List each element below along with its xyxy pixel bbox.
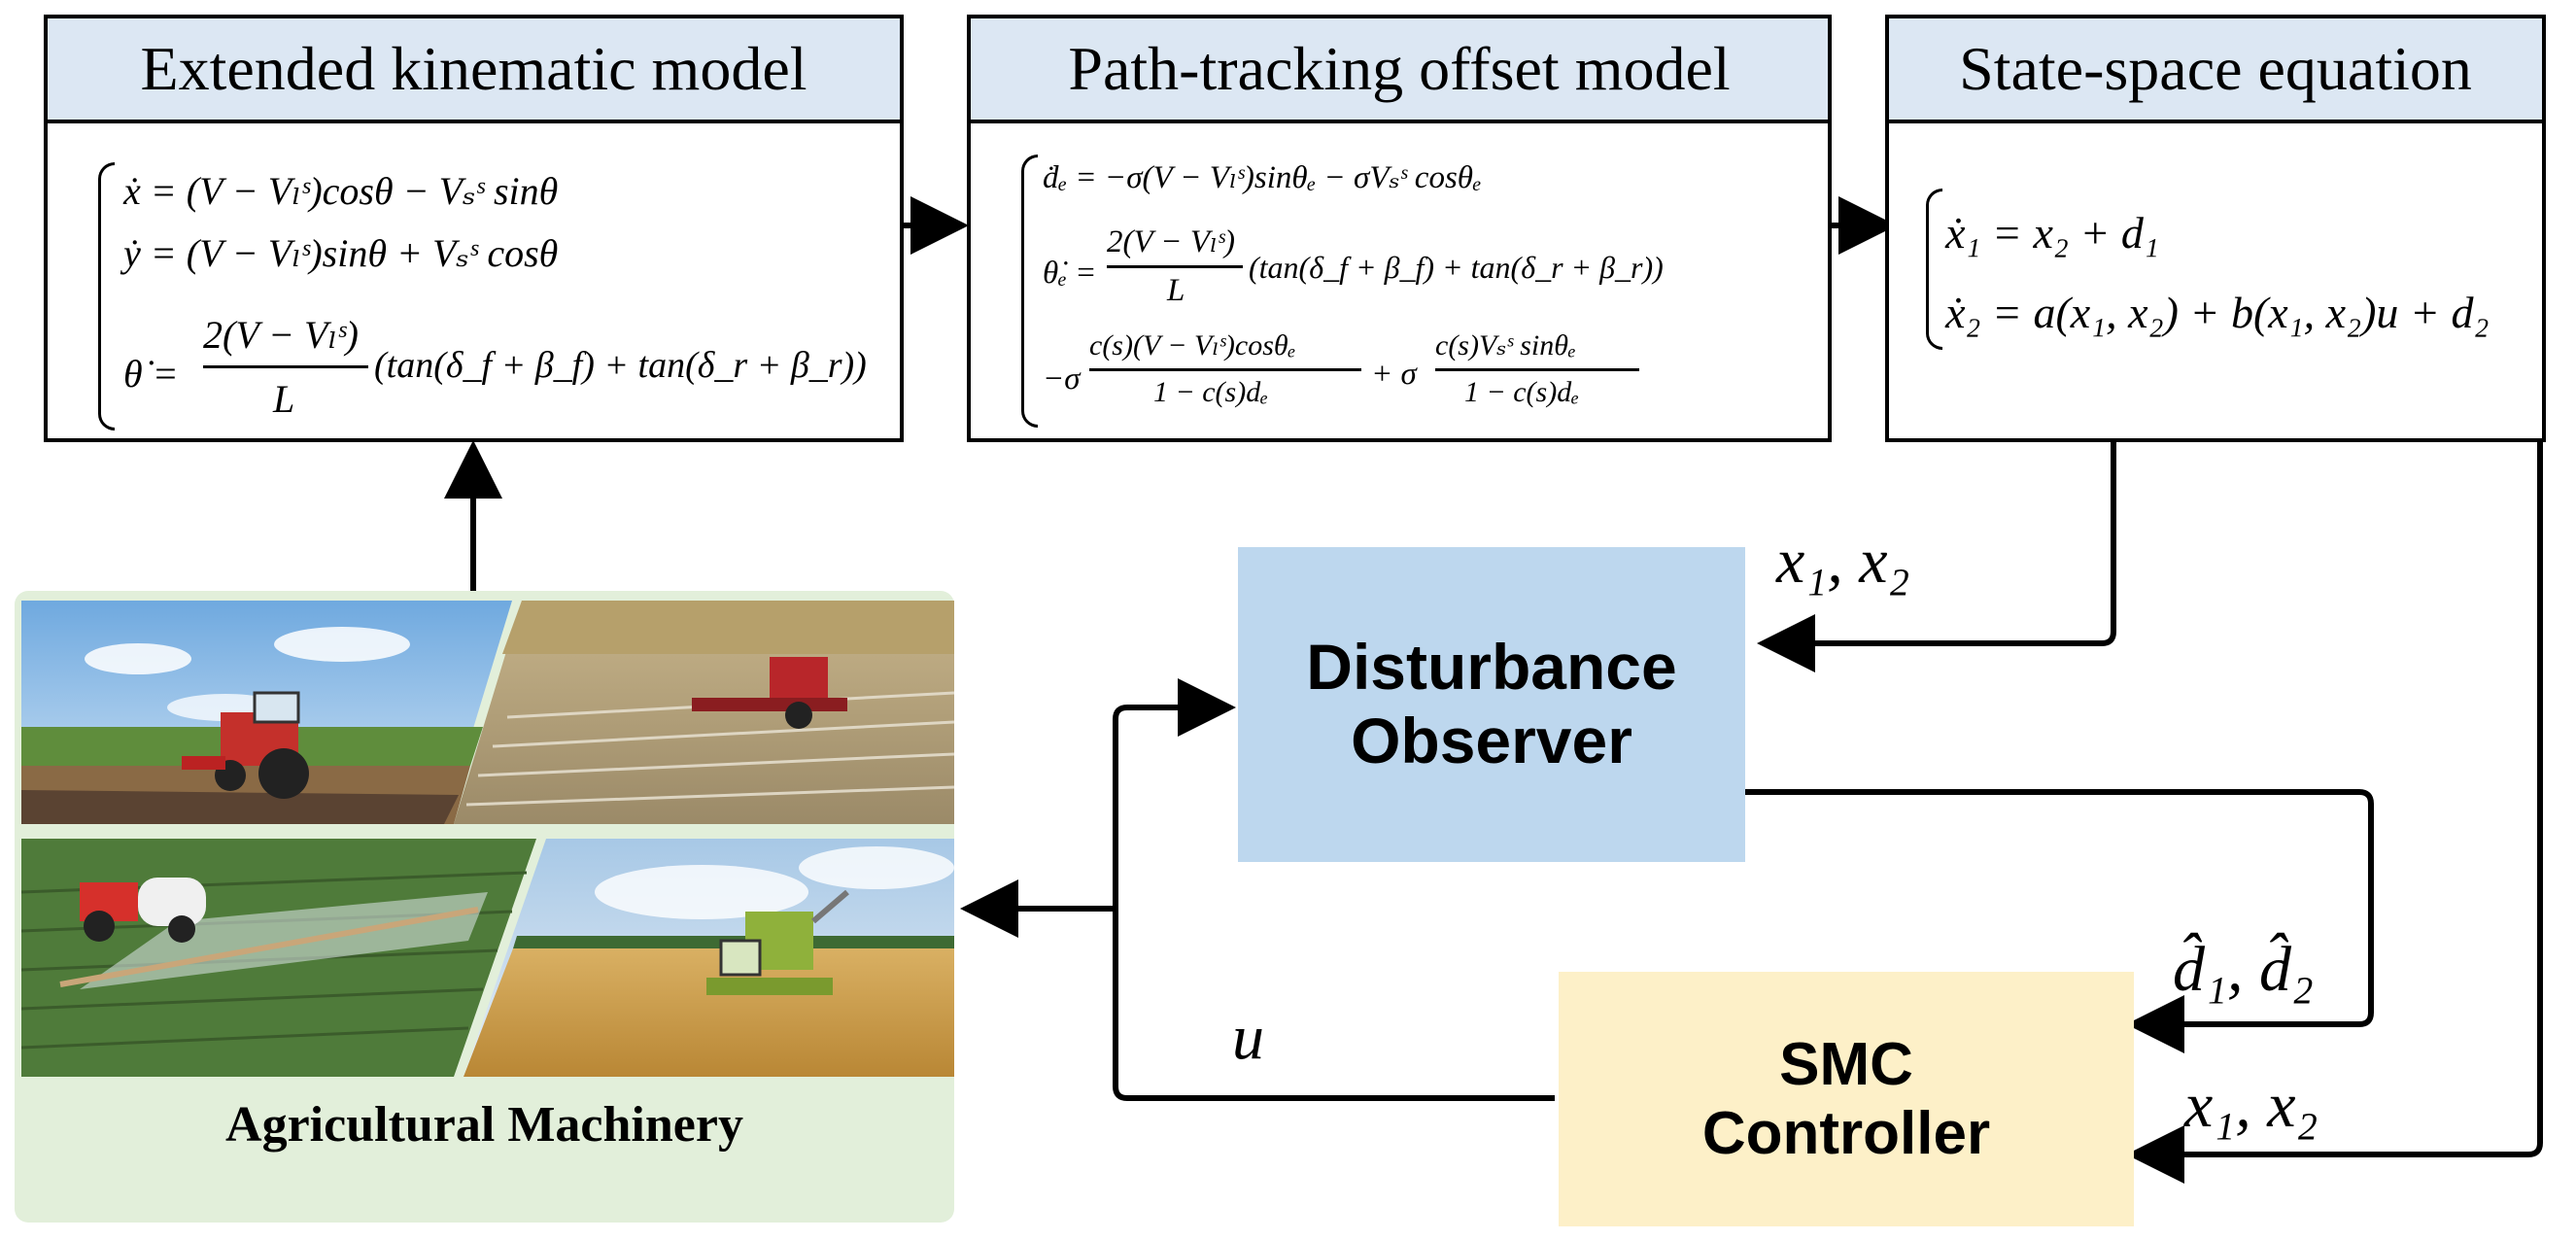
offset-eq-de: ḋₑ = −σ(V − Vₗˢ)sinθₑ − σVₛˢ cosθₑ bbox=[1043, 160, 1482, 195]
photo-ploughing bbox=[21, 601, 512, 824]
signal-d-hat: d̂₁, d̂₂ bbox=[2173, 934, 2314, 1005]
offset-eq-line3-num1: c(s)(V − Vₗˢ)cosθₑ bbox=[1089, 329, 1296, 362]
kinematic-model-title: Extended kinematic model bbox=[48, 18, 900, 123]
kinematic-eq-theta-den: L bbox=[273, 377, 295, 421]
controller-line2: Controller bbox=[1701, 1100, 1991, 1167]
observer-line2: Observer bbox=[1351, 705, 1632, 776]
offset-eq-line3-b: + σ bbox=[1371, 357, 1417, 392]
offset-fraction-bar-1 bbox=[1107, 265, 1243, 268]
smc-controller-block: SMC Controller bbox=[1559, 972, 2134, 1226]
state-space-box: State-space equation ẋ₁ = x₂ + d₁ ẋ₂ = a… bbox=[1885, 15, 2546, 442]
photo-spraying bbox=[21, 839, 536, 1077]
offset-eq-theta-rhs: (tan(δ_f + β_f) + tan(δ_r + β_r)) bbox=[1249, 250, 1664, 285]
signal-x-to-controller: x₁, x₂ bbox=[2184, 1070, 2318, 1141]
machinery-label: Agricultural Machinery bbox=[225, 1097, 743, 1153]
kinematic-brace bbox=[98, 162, 115, 431]
wire-controller-output bbox=[1113, 678, 1555, 1101]
state-space-eq-1: ẋ₁ = x₂ + d₁ bbox=[1945, 208, 2159, 258]
kinematic-eq-theta-rhs: (tan(δ_f + β_f) + tan(δ_r + β_r)) bbox=[374, 345, 867, 386]
offset-model-box: Path-tracking offset model ḋₑ = −σ(V − V… bbox=[967, 15, 1832, 442]
signal-u: u bbox=[1232, 1002, 1264, 1073]
observer-line1: Disturbance bbox=[1306, 631, 1677, 704]
state-space-title: State-space equation bbox=[1889, 18, 2542, 123]
offset-eq-line3-num2: c(s)Vₛˢ sinθₑ bbox=[1435, 329, 1576, 362]
arrow-observer-to-controller bbox=[1744, 789, 2374, 1053]
state-space-brace bbox=[1926, 189, 1942, 350]
disturbance-observer-block: Disturbance Observer bbox=[1238, 547, 1745, 862]
arrow-state-to-observer bbox=[1757, 439, 2116, 672]
kinematic-model-box: Extended kinematic model ẋ = (V − Vₗˢ)co… bbox=[44, 15, 904, 442]
kinematic-fraction-bar bbox=[203, 365, 368, 368]
offset-eq-theta-lhs: θ̇ₑ = bbox=[1043, 256, 1097, 291]
controller-line1: SMC bbox=[1779, 1030, 1913, 1098]
offset-eq-theta-den: L bbox=[1167, 273, 1185, 308]
offset-eq-line3-den1: 1 − c(s)dₑ bbox=[1153, 376, 1269, 408]
offset-eq-theta-num: 2(V − Vₗˢ) bbox=[1107, 224, 1235, 259]
offset-fraction-bar-3 bbox=[1435, 368, 1639, 371]
offset-brace bbox=[1021, 155, 1038, 428]
offset-eq-line3-a: −σ bbox=[1043, 362, 1081, 396]
photo-seeding bbox=[454, 601, 954, 824]
offset-fraction-bar-2 bbox=[1089, 368, 1361, 371]
arrow-state-to-controller bbox=[2126, 439, 2543, 1184]
kinematic-eq-theta-num: 2(V − Vₗˢ) bbox=[203, 313, 359, 357]
machinery-photos bbox=[21, 601, 954, 1077]
offset-model-title: Path-tracking offset model bbox=[971, 18, 1828, 123]
kinematic-eq-x: ẋ = (V − Vₗˢ)cosθ − Vₛˢ sinθ bbox=[123, 169, 559, 213]
offset-eq-line3-den2: 1 − c(s)dₑ bbox=[1464, 376, 1580, 408]
photo-harvesting bbox=[464, 839, 954, 1077]
state-space-eq-2: ẋ₂ = a(x₁, x₂) + b(x₁, x₂)u + d₂ bbox=[1945, 288, 2490, 337]
kinematic-eq-y: ẏ = (V − Vₗˢ)sinθ + Vₛˢ cosθ bbox=[123, 231, 559, 275]
signal-x-to-observer: x₁, x₂ bbox=[1776, 526, 1910, 597]
kinematic-eq-theta-lhs: θ̇ = bbox=[123, 352, 179, 396]
